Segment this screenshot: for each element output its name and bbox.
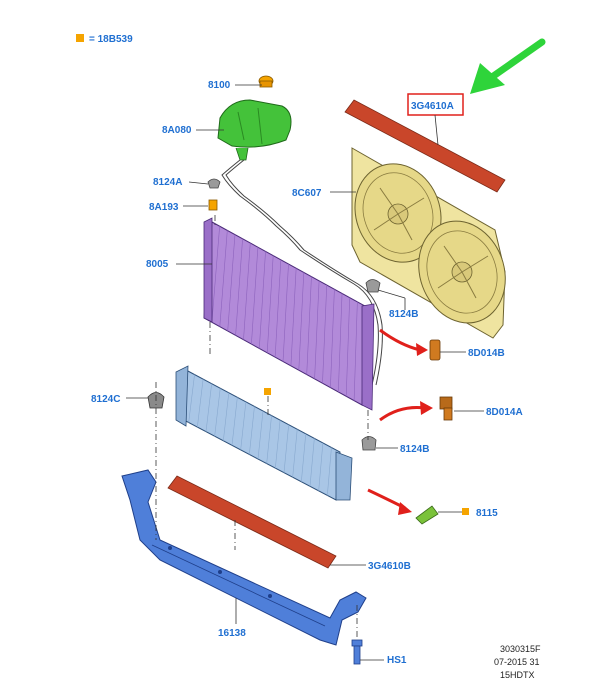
footer-line-1: 3030315F: [500, 644, 541, 654]
sensor-8115: [415, 505, 439, 525]
label-bolt: HS1: [387, 655, 407, 666]
bracket-8A193: [208, 199, 218, 211]
radiator: [203, 217, 375, 411]
label-bracket-small: 8A193: [149, 202, 179, 213]
hose-outlet-8D014B: [429, 339, 441, 361]
isolator-8124B-upper: [365, 279, 381, 293]
lower-carrier-bracket: [121, 469, 367, 646]
green-arrow-icon: [470, 38, 546, 94]
sensor-marker: [462, 508, 469, 515]
reservoir-hose: [221, 159, 379, 386]
footer-line-3: 15HDTX: [500, 670, 535, 680]
thermostat-8D014A: [439, 396, 453, 421]
red-arrow-icon: [367, 488, 412, 515]
label-thermostat: 8D014A: [486, 407, 523, 418]
label-iso-lower: 8124B: [400, 444, 429, 455]
legend-swatch: [76, 34, 84, 42]
label-iso-upper-right: 8124B: [389, 309, 418, 320]
legend-text: = 18B539: [89, 34, 133, 45]
label-seal-top: 3G4610A: [411, 101, 454, 112]
seal-strip-top: [344, 99, 506, 193]
intercooler-marker: [264, 388, 271, 395]
label-iso-left: 8124C: [91, 394, 120, 405]
label-hose-outlet: 8D014B: [468, 348, 505, 359]
seal-strip-bottom: [167, 475, 337, 569]
isolator-8124B-lower: [361, 436, 377, 451]
red-arrow-icon: [379, 328, 428, 356]
intercooler: [175, 365, 353, 501]
highlight-box: [407, 93, 464, 116]
label-fan-shroud: 8C607: [292, 188, 322, 199]
coolant-reservoir: [217, 99, 292, 161]
fan-shroud: [351, 147, 506, 339]
red-arrow-icon: [379, 401, 433, 422]
label-reservoir: 8A080: [162, 125, 192, 136]
bolt-HS1: [351, 639, 363, 665]
label-sensor: 8115: [476, 508, 498, 519]
label-carrier: 16138: [218, 628, 246, 639]
label-cap: 8100: [208, 80, 231, 91]
label-hose-clip: 8124A: [153, 177, 182, 188]
hose-clip-8124A: [207, 178, 221, 189]
cap-8100: [258, 75, 274, 88]
label-seal-bottom: 3G4610B: [368, 561, 411, 572]
label-radiator: 8005: [146, 259, 169, 270]
footer-line-2: 07-2015 31: [494, 657, 540, 667]
